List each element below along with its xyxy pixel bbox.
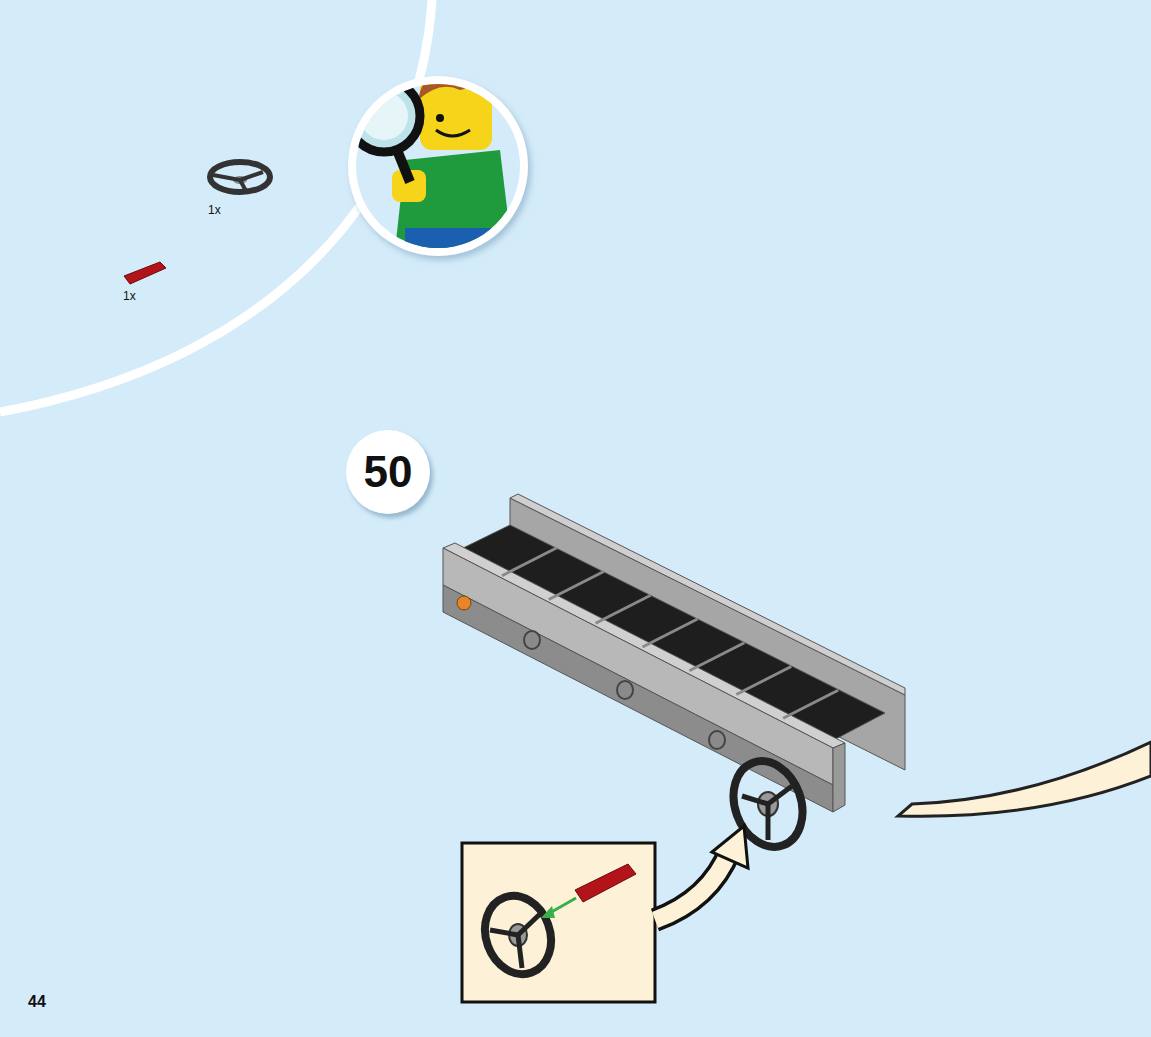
part-count: 1x (123, 289, 136, 303)
minifig-badge (348, 62, 528, 256)
steering-wheel-part (210, 162, 270, 192)
rib (736, 667, 791, 695)
rib (549, 572, 604, 600)
detail-inset (462, 826, 748, 1002)
rib (689, 643, 744, 671)
rib (643, 619, 698, 647)
rib (502, 548, 557, 576)
rib (783, 690, 838, 718)
frame-ribs (502, 548, 838, 719)
frame-holes (524, 631, 725, 749)
rib (596, 595, 651, 623)
frame-model (443, 494, 905, 812)
part-count: 1x (208, 203, 221, 217)
red-axle-part (124, 262, 166, 284)
step-number: 50 (346, 430, 430, 514)
flow-arrow (898, 742, 1151, 816)
step-number-text: 50 (364, 447, 413, 497)
page-number: 44 (28, 993, 46, 1011)
